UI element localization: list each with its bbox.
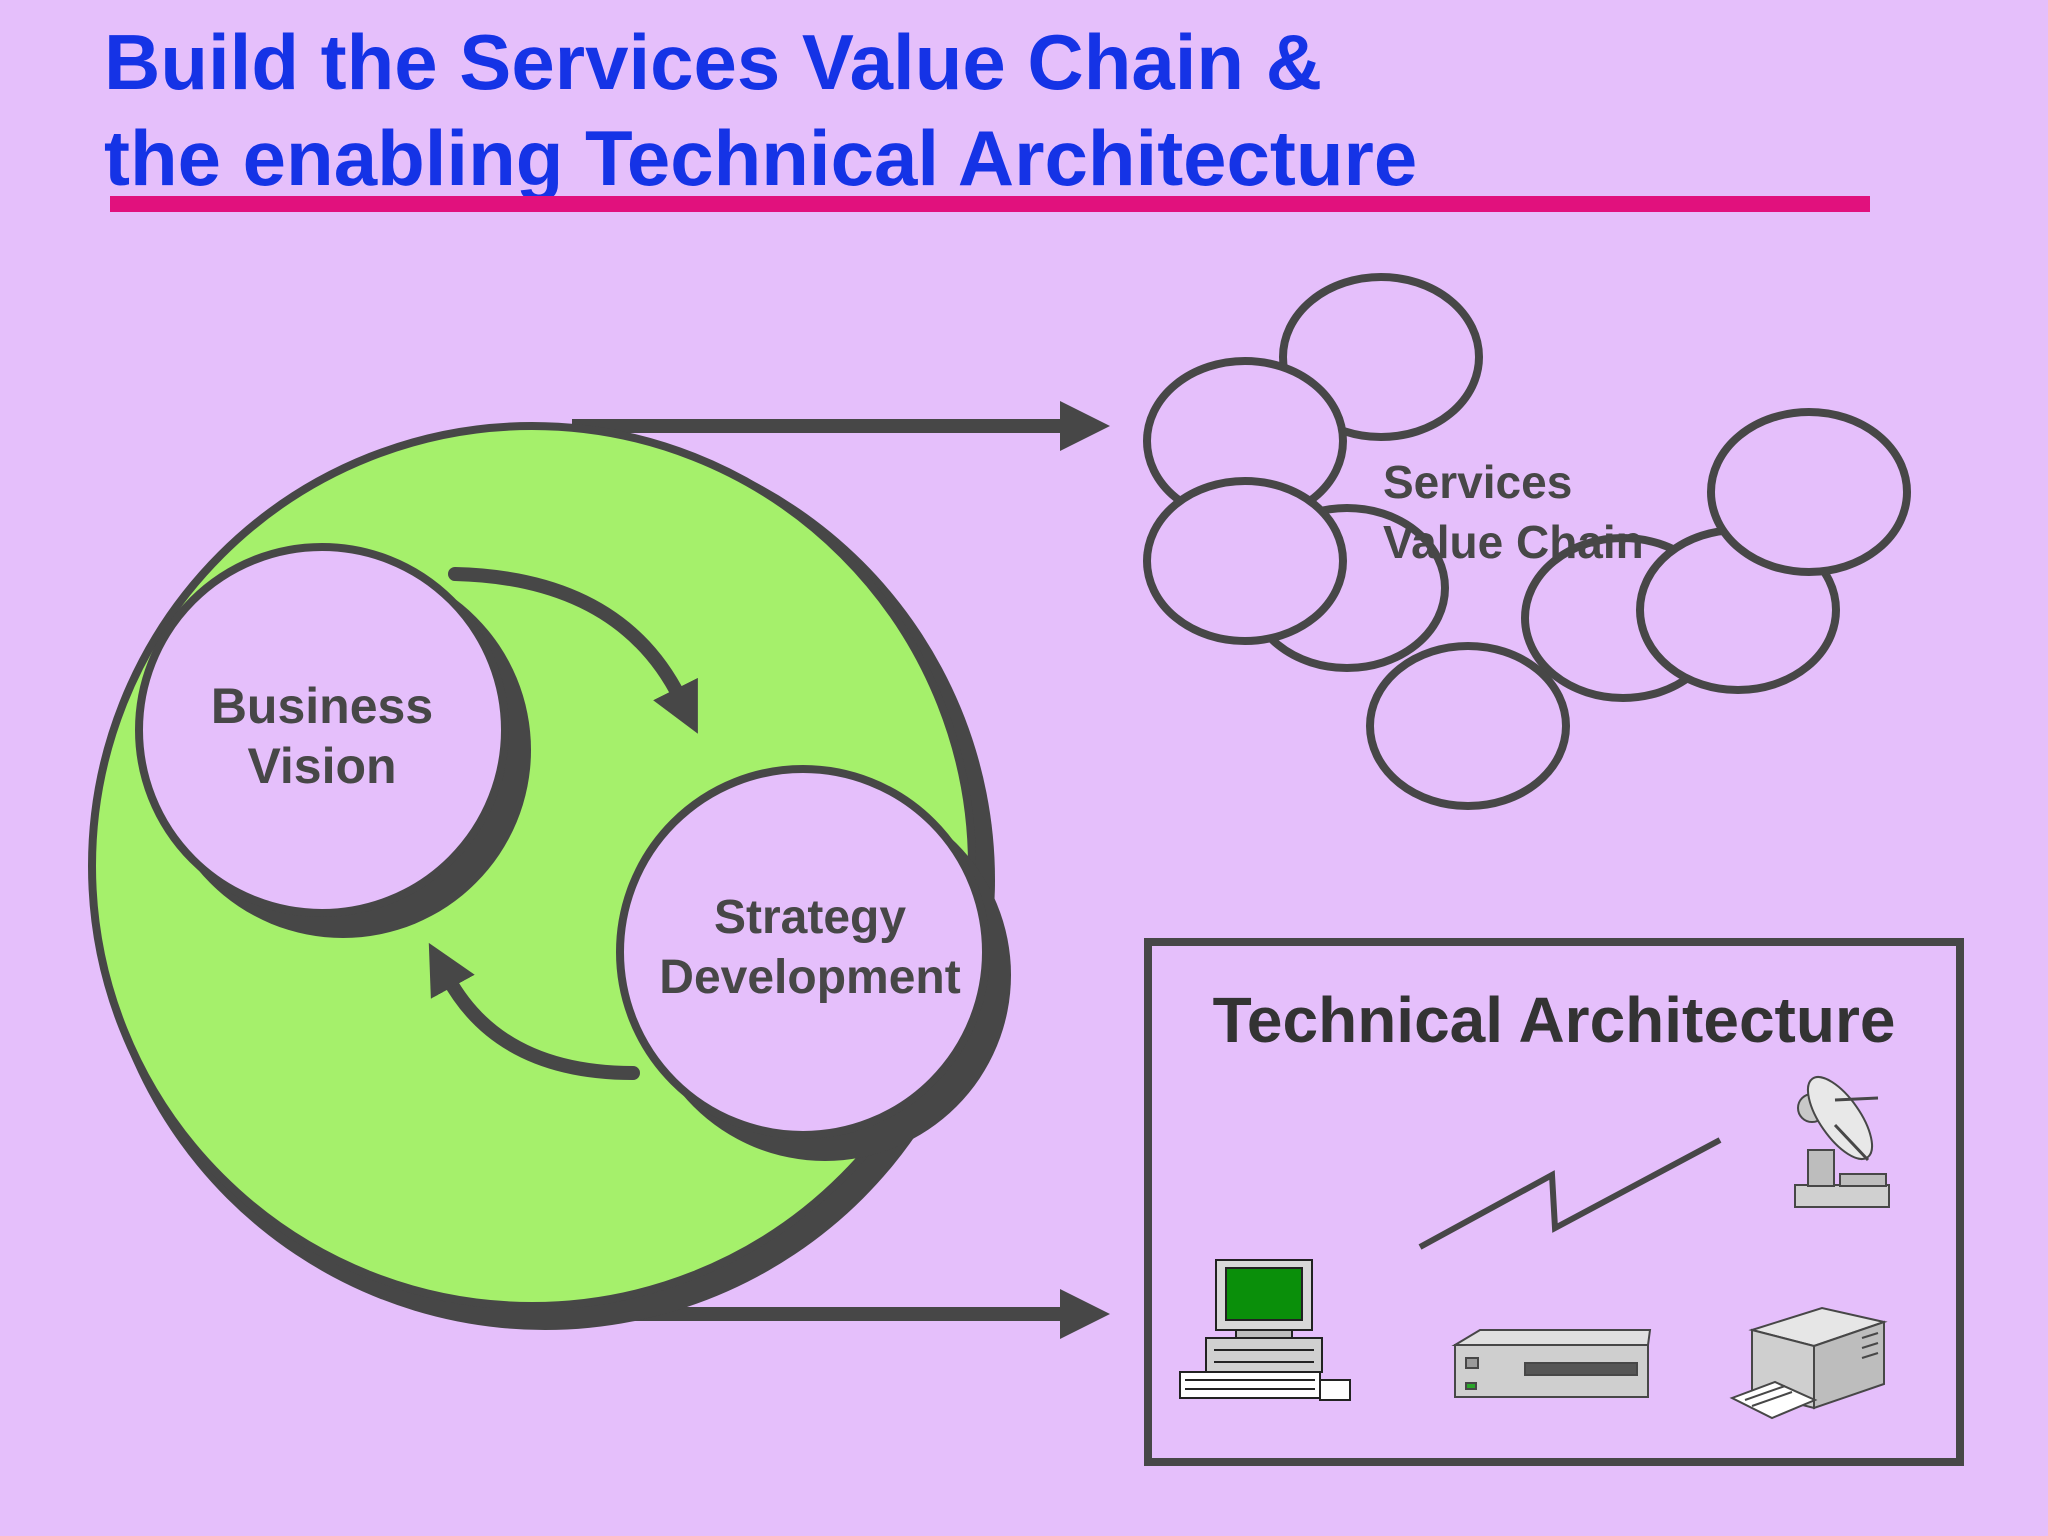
satellite-dish-icon bbox=[1794, 1076, 1890, 1208]
title-line-2: the enabling Technical Architecture bbox=[104, 114, 1418, 202]
value-chain-line-2: Value Chain bbox=[1383, 516, 1644, 568]
computer-icon bbox=[1179, 1259, 1351, 1401]
strategy-development-line-2: Development bbox=[659, 951, 961, 1004]
network-link-icon bbox=[1418, 1137, 1722, 1250]
cycle-arrow-vision-to-strategy bbox=[448, 567, 698, 734]
value-chain-line-1: Services bbox=[1383, 456, 1573, 508]
technical-architecture-title: Technical Architecture bbox=[1212, 984, 1896, 1056]
title-line-1: Build the Services Value Chain & bbox=[104, 18, 1323, 106]
server-unit-icon bbox=[1451, 1329, 1652, 1398]
value-chain-label: Services Value Chain bbox=[1383, 452, 1723, 572]
business-vision-line-1: Business bbox=[210, 678, 434, 734]
strategy-development-circle bbox=[616, 765, 1011, 1161]
value-chain-link bbox=[1707, 408, 1911, 576]
strategy-development-line-1: Strategy bbox=[713, 891, 907, 944]
value-chain-link bbox=[1366, 642, 1570, 810]
value-chain-link bbox=[1143, 477, 1347, 645]
business-vision-circle bbox=[135, 543, 531, 938]
value-chain-links bbox=[1143, 273, 1911, 810]
business-vision-line-2: Vision bbox=[247, 738, 397, 794]
technical-architecture-box bbox=[1144, 938, 1964, 1466]
slide-title: Build the Services Value Chain & the ena… bbox=[104, 14, 1417, 206]
strategy-development-label: Strategy Development bbox=[630, 888, 990, 1008]
cycle-arrow-strategy-to-vision bbox=[428, 942, 640, 1080]
title-underline bbox=[110, 196, 1870, 212]
value-chain-link bbox=[1279, 273, 1483, 441]
printer-icon bbox=[1729, 1306, 1888, 1420]
business-vision-label: Business Vision bbox=[172, 676, 472, 796]
